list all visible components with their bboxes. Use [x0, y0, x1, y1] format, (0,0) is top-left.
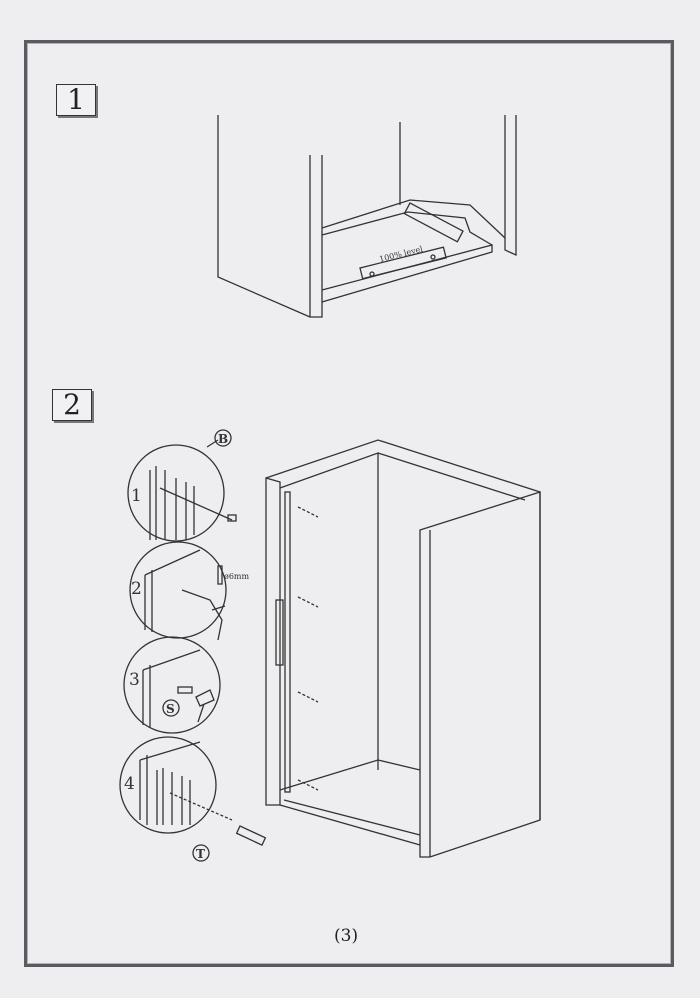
step-2-label: 2: [52, 389, 92, 421]
callout-b: B: [218, 432, 228, 446]
page-number: (3): [334, 926, 359, 946]
detail-2-number: 2: [131, 579, 142, 599]
callout-s: S: [166, 702, 175, 716]
detail-3-number: 3: [129, 670, 140, 690]
step-2-enclosure-illustration: 1 2 3 4 B ø6mm S T: [119, 429, 541, 862]
detail-4-number: 4: [124, 774, 135, 794]
page-frame: [24, 40, 674, 967]
step-1-tray-illustration: 100% level: [217, 115, 517, 318]
level-label: 100% level: [378, 244, 424, 264]
drill-size-label: ø6mm: [224, 572, 249, 581]
step-1-label: 1: [56, 84, 96, 116]
detail-1-number: 1: [131, 486, 142, 506]
callout-t: T: [196, 847, 205, 861]
